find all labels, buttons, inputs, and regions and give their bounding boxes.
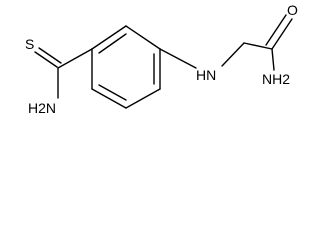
ring-to-thioamide-bond (57, 48, 93, 69)
thioamide-group: S H2N (25, 36, 93, 116)
ring-bond-6 (91, 25, 127, 50)
nh-to-ch2-bond (221, 42, 245, 67)
ch2-to-carbonyl-bond (243, 42, 273, 50)
carbonyl-double-bond-a (271, 18, 293, 50)
amide-group: O NH2 (243, 2, 298, 87)
sulfur-atom-label: S (25, 36, 34, 52)
ring-double-bond-1 (98, 33, 127, 54)
ring-bond-3 (125, 88, 161, 109)
amine-nh-label: HN (196, 67, 216, 83)
amine-linker: HN (159, 42, 245, 83)
amide-cn-bond (271, 48, 275, 71)
carbonyl-double-bond-b (265, 14, 287, 46)
benzene-ring (91, 25, 161, 109)
ring-to-nh-bond (159, 48, 197, 69)
structure-canvas: S H2N HN O NH2 (0, 0, 306, 123)
oxygen-atom-label: O (287, 2, 298, 18)
ring-bond-4 (91, 88, 127, 109)
thione-double-bond-a (34, 51, 58, 68)
thione-double-bond-b (38, 47, 62, 64)
ring-bond-1 (125, 25, 161, 50)
ring-double-bond-3 (98, 84, 127, 101)
amide-nh2-label: NH2 (262, 71, 290, 87)
chemical-structure-diagram: S H2N HN O NH2 (25, 2, 298, 116)
thioamide-nh2-label: H2N (28, 100, 56, 116)
